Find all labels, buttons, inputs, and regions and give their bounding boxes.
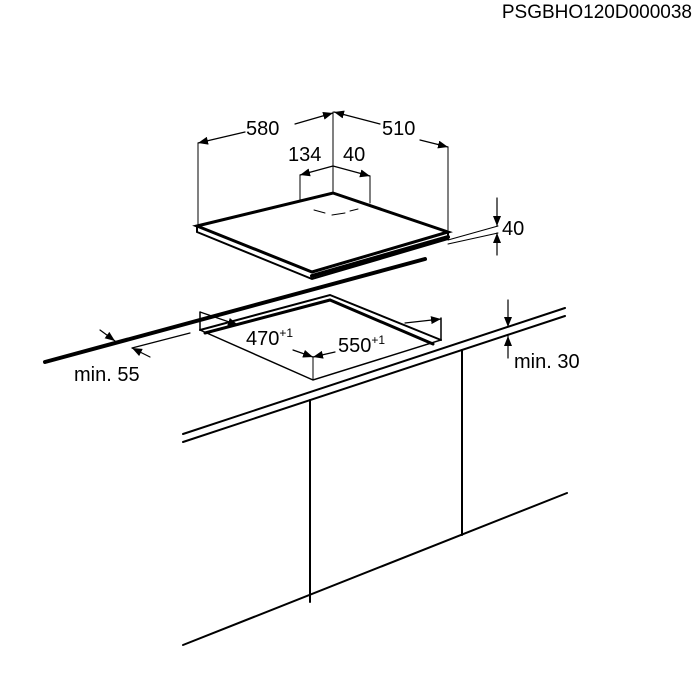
dim-134: 134: [288, 144, 321, 166]
dim-470: 470+1: [246, 326, 293, 350]
dim-580: 580: [246, 118, 279, 140]
dim-40-offset: 40: [343, 144, 365, 166]
dimension-arrows: [99, 110, 512, 359]
hob: [192, 191, 453, 281]
dim-550: 550+1: [338, 333, 385, 357]
countertop: [43, 257, 566, 443]
dim-min-30: min. 30: [514, 351, 580, 373]
dim-40-height: 40: [502, 218, 524, 240]
drawing-code: PSGBHO120D000038: [501, 2, 692, 23]
dim-min-55: min. 55: [74, 364, 140, 386]
dim-510: 510: [382, 118, 415, 140]
extension-lines: [197, 111, 499, 245]
cabinet: [182, 349, 568, 646]
